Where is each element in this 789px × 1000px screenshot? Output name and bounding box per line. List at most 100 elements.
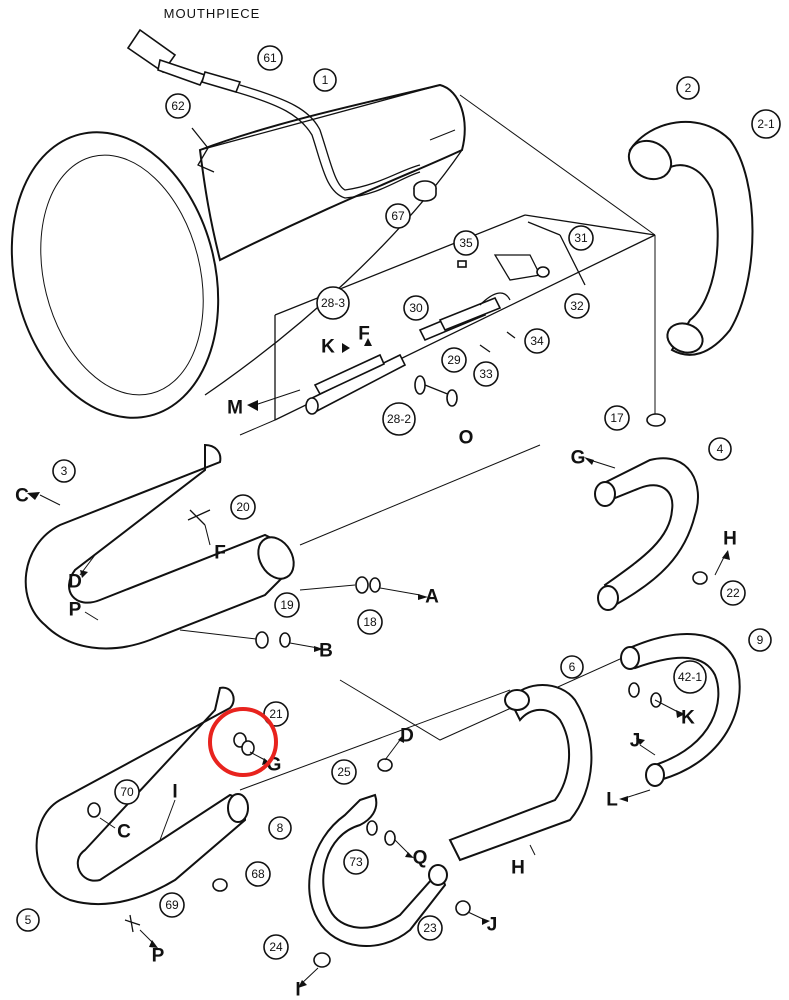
callout-18: 18 <box>357 609 383 635</box>
letter-a: A <box>425 587 439 608</box>
letter-labels: M K F O C D F P A B G H G D Q H K J L C … <box>15 324 737 1000</box>
svg-text:70: 70 <box>120 785 134 799</box>
svg-text:67: 67 <box>391 209 405 223</box>
bow-6 <box>448 684 593 862</box>
callout-2-1: 2-1 <box>751 109 781 139</box>
svg-text:31: 31 <box>574 231 588 245</box>
callout-5: 5 <box>16 908 40 932</box>
callout-31: 31 <box>568 225 594 251</box>
callout-3: 3 <box>52 459 76 483</box>
letter-j-lower: J <box>487 915 498 936</box>
callout-32: 32 <box>564 293 590 319</box>
svg-text:62: 62 <box>171 99 185 113</box>
bow-4 <box>594 457 699 611</box>
neck-bow <box>627 120 754 356</box>
callout-62: 62 <box>165 93 191 119</box>
callout-22: 22 <box>720 580 746 606</box>
letter-f: F <box>358 324 370 345</box>
fittings <box>87 413 708 968</box>
callout-24: 24 <box>263 934 289 960</box>
letter-b: B <box>319 641 333 662</box>
callout-30: 30 <box>403 295 429 321</box>
letter-m: M <box>227 398 243 419</box>
svg-text:29: 29 <box>447 353 461 367</box>
callout-4: 4 <box>708 437 732 461</box>
svg-text:34: 34 <box>530 334 544 348</box>
svg-text:17: 17 <box>610 411 624 425</box>
callout-33: 33 <box>473 361 499 387</box>
letter-f-lower: F <box>214 543 226 564</box>
callout-67: 67 <box>385 203 411 229</box>
bell <box>10 83 466 419</box>
callout-29: 29 <box>441 347 467 373</box>
callout-17: 17 <box>604 405 630 431</box>
svg-text:68: 68 <box>251 867 265 881</box>
svg-text:19: 19 <box>280 598 294 612</box>
callout-19: 19 <box>274 592 300 618</box>
callout-70: 70 <box>114 779 140 805</box>
svg-text:33: 33 <box>479 367 493 381</box>
svg-text:5: 5 <box>25 913 32 927</box>
callout-1: 1 <box>313 68 337 92</box>
letter-h: H <box>723 529 737 550</box>
bow-9 <box>620 633 741 787</box>
svg-text:61: 61 <box>263 51 277 65</box>
svg-text:20: 20 <box>236 500 250 514</box>
valve-section <box>274 214 656 421</box>
letter-i-lower: I <box>295 980 300 1000</box>
letter-k: K <box>321 337 335 358</box>
svg-text:30: 30 <box>409 301 423 315</box>
highlight-circle <box>208 707 278 777</box>
letter-k-lower: K <box>681 708 695 729</box>
svg-text:69: 69 <box>165 898 179 912</box>
letter-g: G <box>571 448 586 469</box>
svg-text:3: 3 <box>61 464 68 478</box>
callout-6: 6 <box>560 655 584 679</box>
svg-text:21: 21 <box>269 707 283 721</box>
svg-text:8: 8 <box>277 821 284 835</box>
svg-text:22: 22 <box>726 586 740 600</box>
callouts: 1 2 2-1 3 4 5 6 8 9 17 18 19 20 21 22 23… <box>16 45 781 960</box>
callout-9: 9 <box>748 628 772 652</box>
svg-text:32: 32 <box>570 299 584 313</box>
callout-8: 8 <box>268 816 292 840</box>
arrows <box>27 338 730 988</box>
callout-25: 25 <box>331 759 357 785</box>
callout-21: 21 <box>263 701 289 727</box>
letter-o: O <box>459 428 474 449</box>
letter-p-lower: P <box>152 946 165 967</box>
callout-20: 20 <box>230 494 256 520</box>
letter-c: C <box>15 486 29 507</box>
callout-23: 23 <box>417 915 443 941</box>
svg-text:42-1: 42-1 <box>678 670 702 684</box>
svg-text:73: 73 <box>349 855 363 869</box>
svg-text:2: 2 <box>685 81 692 95</box>
connector-lines <box>89 94 656 791</box>
bow-5 <box>35 686 249 905</box>
callout-28-2: 28-2 <box>382 402 416 436</box>
svg-text:35: 35 <box>459 236 473 250</box>
bow-3 <box>24 443 295 650</box>
svg-text:25: 25 <box>337 765 351 779</box>
svg-text:4: 4 <box>717 442 724 456</box>
svg-text:6: 6 <box>569 660 576 674</box>
letter-d: D <box>68 572 82 593</box>
mouthpiece <box>126 28 421 199</box>
callout-61: 61 <box>257 45 283 71</box>
bell-cap <box>413 180 437 202</box>
callout-42-1: 42-1 <box>673 660 707 694</box>
callout-34: 34 <box>524 328 550 354</box>
svg-text:23: 23 <box>423 921 437 935</box>
letter-j: J <box>630 731 641 752</box>
svg-text:24: 24 <box>269 940 283 954</box>
letter-h-lower: H <box>511 858 525 879</box>
svg-text:9: 9 <box>757 633 764 647</box>
svg-text:2-1: 2-1 <box>757 117 775 131</box>
mouthpiece-label: MOUTHPIECE <box>164 6 261 21</box>
bow-8 <box>308 793 448 947</box>
letter-l: L <box>606 790 618 811</box>
callout-2: 2 <box>676 76 700 100</box>
callout-35: 35 <box>453 230 479 256</box>
svg-text:28-3: 28-3 <box>321 296 345 310</box>
